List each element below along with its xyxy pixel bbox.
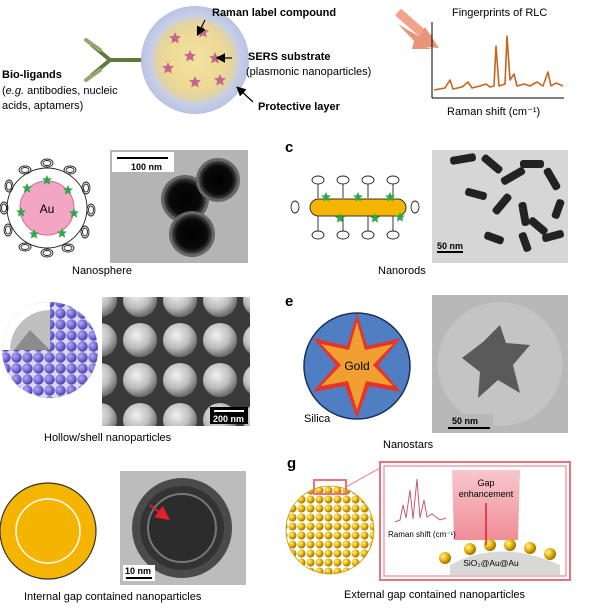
arrow-icon: [398, 24, 432, 49]
tem-image-nanosphere: 100 nm: [110, 150, 248, 263]
silica-label: Silica: [304, 413, 331, 425]
gap-label-2: enhancement: [459, 489, 514, 499]
bioligands-text: Bio-ligands: [2, 69, 62, 81]
ligand-loops: [290, 175, 420, 240]
sers-nanotag-schematic: Raman label compound SERS substrate (pla…: [2, 6, 564, 118]
ligand-shell: [0, 158, 96, 258]
antibody-icon: [84, 38, 152, 82]
bioligands-eg: e.g.: [6, 85, 24, 97]
sers-substrate-sub: (plasmonic nanoparticles): [246, 66, 371, 78]
gold-satellites: [439, 539, 556, 564]
panel-external-gap: g Gap enhancement SiO₂@Au@Au Raman shift…: [285, 455, 571, 601]
gold-core-label: Gold: [344, 359, 369, 373]
caption-hollow: Hollow/shell nanoparticles: [44, 432, 172, 444]
raman-label-text: Raman label compound: [212, 7, 336, 19]
caption-nanosphere: Nanosphere: [72, 265, 132, 277]
tem-image-nanostars: 50 nm: [432, 295, 568, 433]
panel-label-g: g: [287, 455, 296, 472]
fingerprints-text: Fingerprints of RLC: [452, 7, 547, 19]
scale-bar-50nm-stars: 50 nm: [452, 416, 478, 426]
spectrum-plot: [431, 22, 564, 99]
gold-star-core: [321, 322, 393, 410]
protective-layer-text: Protective layer: [258, 101, 341, 113]
tem-image-nanorods: 50 nm: [432, 150, 568, 263]
caption-nanorods: Nanorods: [378, 265, 426, 277]
gap-label-1: Gap: [477, 478, 494, 488]
panel-label-c: c: [285, 139, 293, 156]
gold-nanorod: [309, 198, 407, 217]
external-gap-particle: [286, 486, 374, 574]
scale-bar-200nm: 200 nm: [213, 414, 244, 424]
bioligands-rest: antibodies, nucleic: [24, 85, 118, 97]
tem-image-internal-gap: 10 nm: [120, 471, 246, 585]
scale-bar-10nm: 10 nm: [125, 566, 151, 576]
panel-label-e: e: [285, 293, 293, 310]
sem-image-hollow: 200 nm: [102, 297, 250, 426]
caption-internal-gap: Internal gap contained nanoparticles: [24, 591, 202, 603]
au-core-label: Au: [40, 202, 55, 216]
scale-bar-50nm-rods: 50 nm: [437, 241, 463, 251]
panel-hollow-shell: 200 nm Hollow/shell nanoparticles: [2, 297, 250, 444]
panel-nanosphere: Au 100 nm Nanosphere: [0, 150, 248, 277]
panel-nanorods: c: [285, 139, 568, 277]
sers-substrate-text: SERS substrate: [248, 51, 331, 63]
panel-nanostars: e Gold Silica 50 nm Nanostars: [285, 293, 568, 451]
panel-internal-gap: 10 nm Internal gap contained nanoparticl…: [0, 471, 246, 603]
gap-arrow-icon: [149, 504, 170, 521]
bioligands-line1: (e.g. antibodies, nucleic: [2, 85, 118, 97]
zoom-inset: Gap enhancement SiO₂@Au@Au Raman shift (…: [379, 461, 571, 581]
caption-nanostars: Nanostars: [383, 439, 434, 451]
raman-shift-inset: Raman shift (cm⁻¹): [388, 530, 456, 539]
substrate-label: SiO₂@Au@Au: [463, 558, 519, 568]
raman-shift-axis-label: Raman shift (cm⁻¹): [447, 106, 540, 118]
green-stars: [16, 175, 79, 239]
green-stars-rod: [321, 192, 405, 223]
scale-bar-100nm: 100 nm: [131, 162, 162, 172]
internal-gap-model: [0, 482, 97, 580]
caption-external-gap: External gap contained nanoparticles: [344, 589, 526, 601]
bioligands-line2: acids, aptamers): [2, 100, 83, 112]
